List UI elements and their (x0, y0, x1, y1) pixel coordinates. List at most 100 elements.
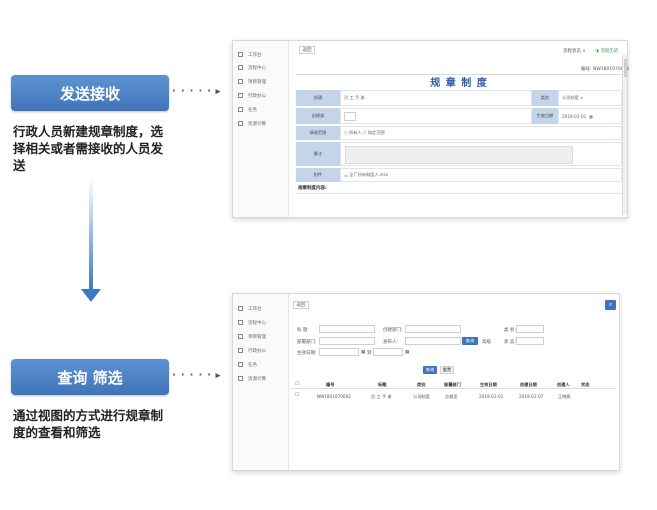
table-cell: 总裁室 (445, 394, 458, 399)
sidebar-item-office[interactable]: 行政办公 (238, 93, 266, 99)
flow-history-link[interactable]: ◑ 流程历史 (595, 49, 619, 54)
creator-filter-input[interactable] (405, 325, 461, 333)
category-filter-select[interactable] (516, 325, 544, 333)
scrollbar[interactable] (622, 55, 627, 215)
list-window: 工作台 流程中心 项目管理 行政办公 任务 资源计算 返回 ⌕ 标 题: 创建部… (232, 293, 620, 471)
table-header (291, 380, 616, 389)
step-query-desc: 通过视图的方式进行规章制 度的查看和筛选 (13, 408, 164, 440)
advanced-button[interactable]: 高级 (482, 340, 491, 345)
back-button[interactable]: 返回 (299, 46, 315, 54)
sidebar-item-resource[interactable]: 资源计算 (238, 121, 266, 127)
column-header[interactable]: 标题 (378, 382, 387, 387)
field-label-attachment: 附件 (296, 168, 340, 182)
remarks-textarea[interactable] (340, 142, 622, 166)
office-icon (238, 93, 243, 98)
category-filter-label: 类 别: (504, 328, 516, 333)
table-cell[interactable]: 员 工 手 册 (371, 394, 392, 399)
resource-icon (238, 376, 243, 381)
title-filter-input[interactable] (319, 325, 375, 333)
grid-icon (238, 52, 243, 57)
sidebar-item-flow[interactable]: 流程中心 (238, 65, 266, 71)
sidebar-item-task[interactable]: 任务 (238, 107, 257, 113)
sidebar-item-workbench[interactable]: 工作台 (238, 306, 262, 312)
field-label-remarks: 备注 (296, 142, 340, 166)
file-icon: ▭ (344, 172, 348, 178)
column-header[interactable]: 部署部门 (444, 382, 461, 387)
field-label-dept: 创建部 (296, 108, 340, 124)
form-window: 工作台 流程中心 项目管理 行政办公 任务 资源计算 返回 流程状态 ∨ ◑ 流… (232, 40, 630, 218)
creator-filter-label: 创建部门: (383, 328, 403, 333)
field-label-create: 创建 (296, 90, 340, 106)
field-label-category: 类别 (532, 90, 558, 106)
date-filter-label: 生效日期: (297, 351, 317, 356)
column-header[interactable]: 创建人 (557, 382, 570, 387)
field-label-scope: 接收范围 (296, 126, 340, 140)
calendar-icon[interactable]: ▦ (361, 350, 366, 355)
publisher-filter-input[interactable] (405, 337, 461, 345)
dept-field[interactable] (340, 108, 532, 124)
attachment-field[interactable]: ▭ 全厂所有制度人.xlsx (340, 168, 622, 182)
status-filter-select[interactable] (516, 337, 544, 345)
sidebar-item-office[interactable]: 行政办公 (238, 348, 266, 354)
sidebar: 工作台 流程中心 项目管理 行政办公 任务 资源计算 (233, 41, 289, 217)
reset-button[interactable]: 重置 (440, 366, 454, 374)
table-cell: 2018-01-01 (479, 394, 504, 399)
calendar-icon[interactable]: ▦ (405, 350, 410, 355)
form-title: 规 章 制 度 (296, 74, 622, 89)
step-send-desc: 行政人员新建规章制度，选 择相关或者需接收的人员发 送 (13, 124, 164, 173)
title-filter-label: 标 题: (297, 328, 309, 333)
column-header[interactable]: 状态 (581, 382, 590, 387)
connector-dots: ·····▸ (170, 84, 223, 99)
search-icon[interactable]: ⌕ (605, 300, 616, 310)
flow-arrow-down-icon (81, 289, 101, 302)
row-checkbox[interactable]: ☐ (295, 393, 300, 398)
select-all-checkbox[interactable]: ☐ (295, 382, 300, 387)
office-icon (238, 348, 243, 353)
date-to-label: 到 (367, 351, 372, 356)
title-field[interactable]: 员 工 手 册 (340, 90, 532, 106)
dept-filter-input[interactable] (319, 337, 375, 345)
table-cell: 王晓燕 (558, 394, 571, 399)
sidebar-item-resource[interactable]: 资源计算 (238, 376, 266, 382)
table-cell: 2018-01-07 (519, 394, 544, 399)
date-from-input[interactable] (319, 348, 359, 356)
task-icon (238, 362, 243, 367)
flow-icon (238, 320, 243, 325)
sidebar-item-flow[interactable]: 流程中心 (238, 320, 266, 326)
publisher-filter-label: 发布人: (383, 340, 399, 345)
date-to-input[interactable] (373, 348, 403, 356)
flow-status-dropdown[interactable]: 流程状态 ∨ (563, 49, 586, 54)
category-select[interactable]: 公司制度 ∨ (558, 90, 622, 106)
column-header[interactable]: 生效日期 (480, 382, 497, 387)
effective-date-field[interactable]: 2018-01-01 ▦ (558, 108, 622, 124)
serial-number: 编号: NW1801070002 (581, 67, 630, 72)
step-query-filter-button: 查询 筛选 (11, 359, 169, 395)
flow-icon (238, 65, 243, 70)
project-icon (238, 79, 243, 84)
divider (296, 193, 622, 194)
table-cell: NW1801070002 (317, 394, 351, 399)
step-send-receive-button: 发送接收 (11, 75, 169, 111)
connector-dots: ·····▸ (170, 368, 223, 383)
sidebar-item-project[interactable]: 项目管理 (238, 79, 266, 85)
status-filter-label: 状 态: (504, 340, 516, 345)
grid-icon (238, 306, 243, 311)
sidebar-item-project[interactable]: 项目管理 (238, 334, 266, 340)
query-button[interactable]: 查询 (423, 366, 437, 374)
task-icon (238, 107, 243, 112)
sidebar: 工作台 流程中心 项目管理 行政办公 任务 资源计算 (233, 294, 289, 470)
content-heading: 规章制度内容: (298, 186, 327, 191)
column-header[interactable]: 创建日期 (520, 382, 537, 387)
sidebar-item-workbench[interactable]: 工作台 (238, 52, 262, 58)
field-label-effective-date: 生效日期 (532, 108, 558, 124)
column-header[interactable]: 类别 (417, 382, 426, 387)
sidebar-item-task[interactable]: 任务 (238, 362, 257, 368)
filter-search-button[interactable]: 查询 (462, 337, 478, 345)
back-button[interactable]: 返回 (293, 301, 309, 309)
column-header[interactable]: 编号 (326, 382, 335, 387)
resource-icon (238, 121, 243, 126)
calendar-icon[interactable]: ▦ (589, 113, 593, 119)
scope-radio-group[interactable]: ○ 所有人 ○ 指定范围 (340, 126, 622, 140)
project-icon (238, 334, 243, 339)
